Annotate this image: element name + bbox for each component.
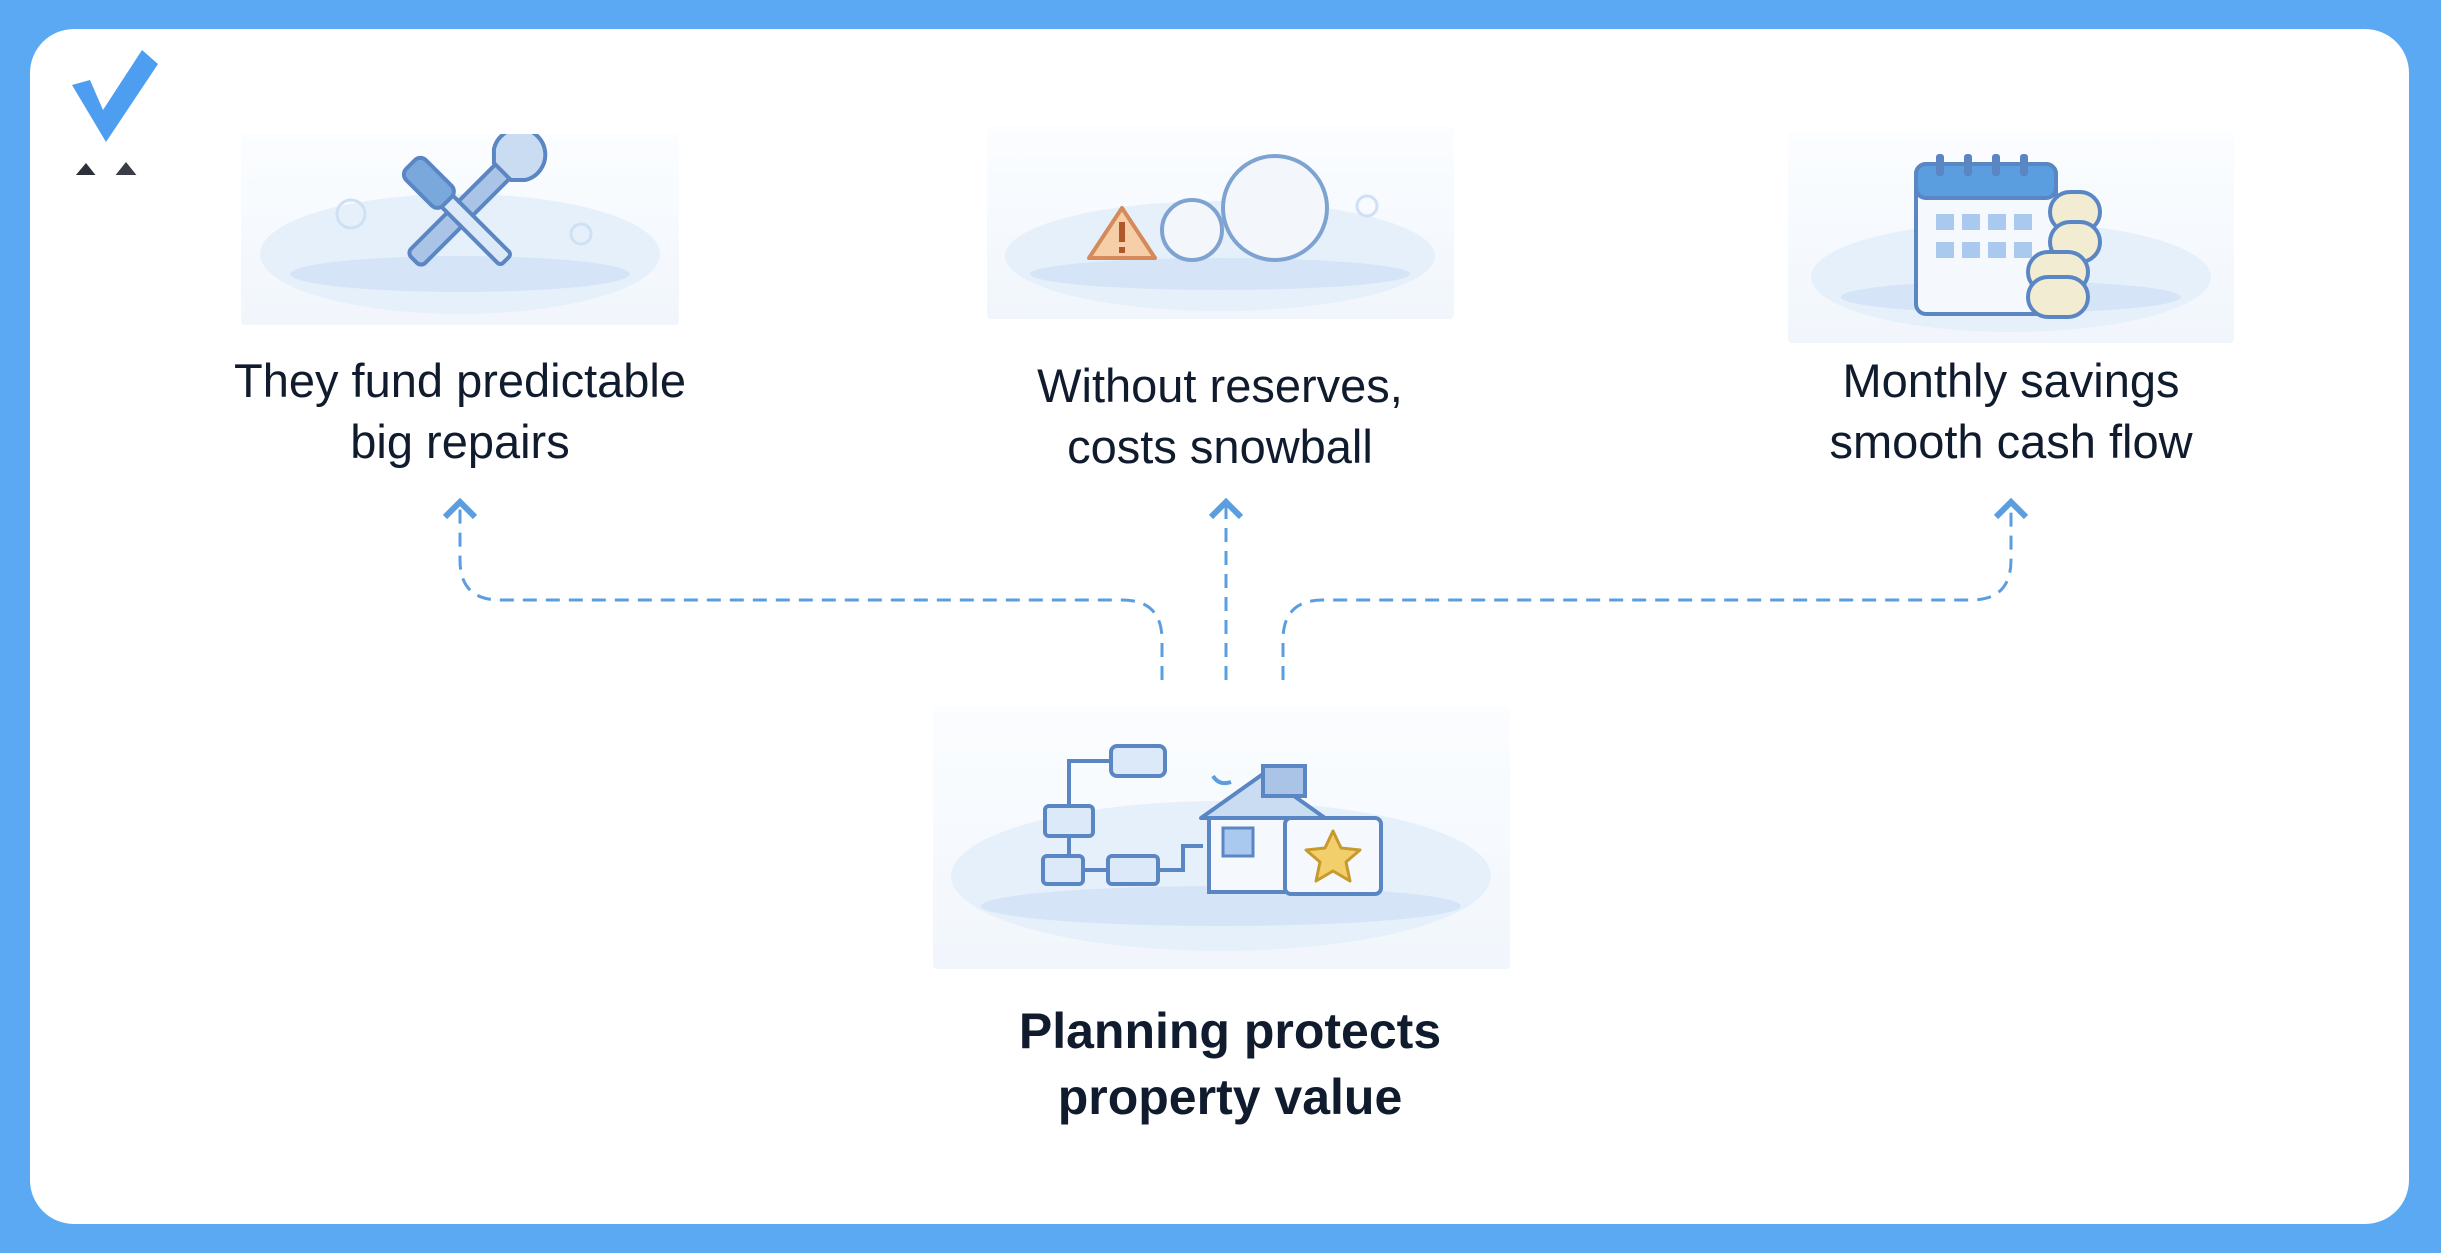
- outcome-label-cashflow: Monthly savings smooth cash flow: [1711, 350, 2311, 472]
- outcome-illustration-cashflow: [1788, 132, 2234, 343]
- snowball-warning-illustration: [1005, 154, 1435, 311]
- label-line: Without reserves,: [1037, 359, 1403, 412]
- label-line: Monthly savings: [1842, 354, 2180, 407]
- outcome-illustration-repairs: [241, 134, 679, 325]
- outcome-label-repairs: They fund predictable big repairs: [160, 350, 760, 472]
- label-line: big repairs: [350, 415, 570, 468]
- label-line: costs snowball: [1067, 420, 1373, 473]
- label-line: property value: [1057, 1069, 1403, 1125]
- center-illustration: [933, 706, 1510, 969]
- wrench-screwdriver-illustration: [260, 134, 660, 314]
- label-line: They fund predictable: [233, 354, 686, 407]
- house-planning-illustration: [951, 744, 1491, 951]
- label-line: Planning protects: [1018, 1003, 1442, 1059]
- outcome-label-snowball: Without reserves, costs snowball: [920, 355, 1520, 477]
- outcome-illustration-snowball: [987, 126, 1454, 319]
- checkmark-logo-icon: [72, 50, 158, 175]
- center-label: Planning protects property value: [930, 998, 1530, 1130]
- calendar-coins-illustration: [1811, 154, 2211, 332]
- label-line: smooth cash flow: [1829, 415, 2193, 468]
